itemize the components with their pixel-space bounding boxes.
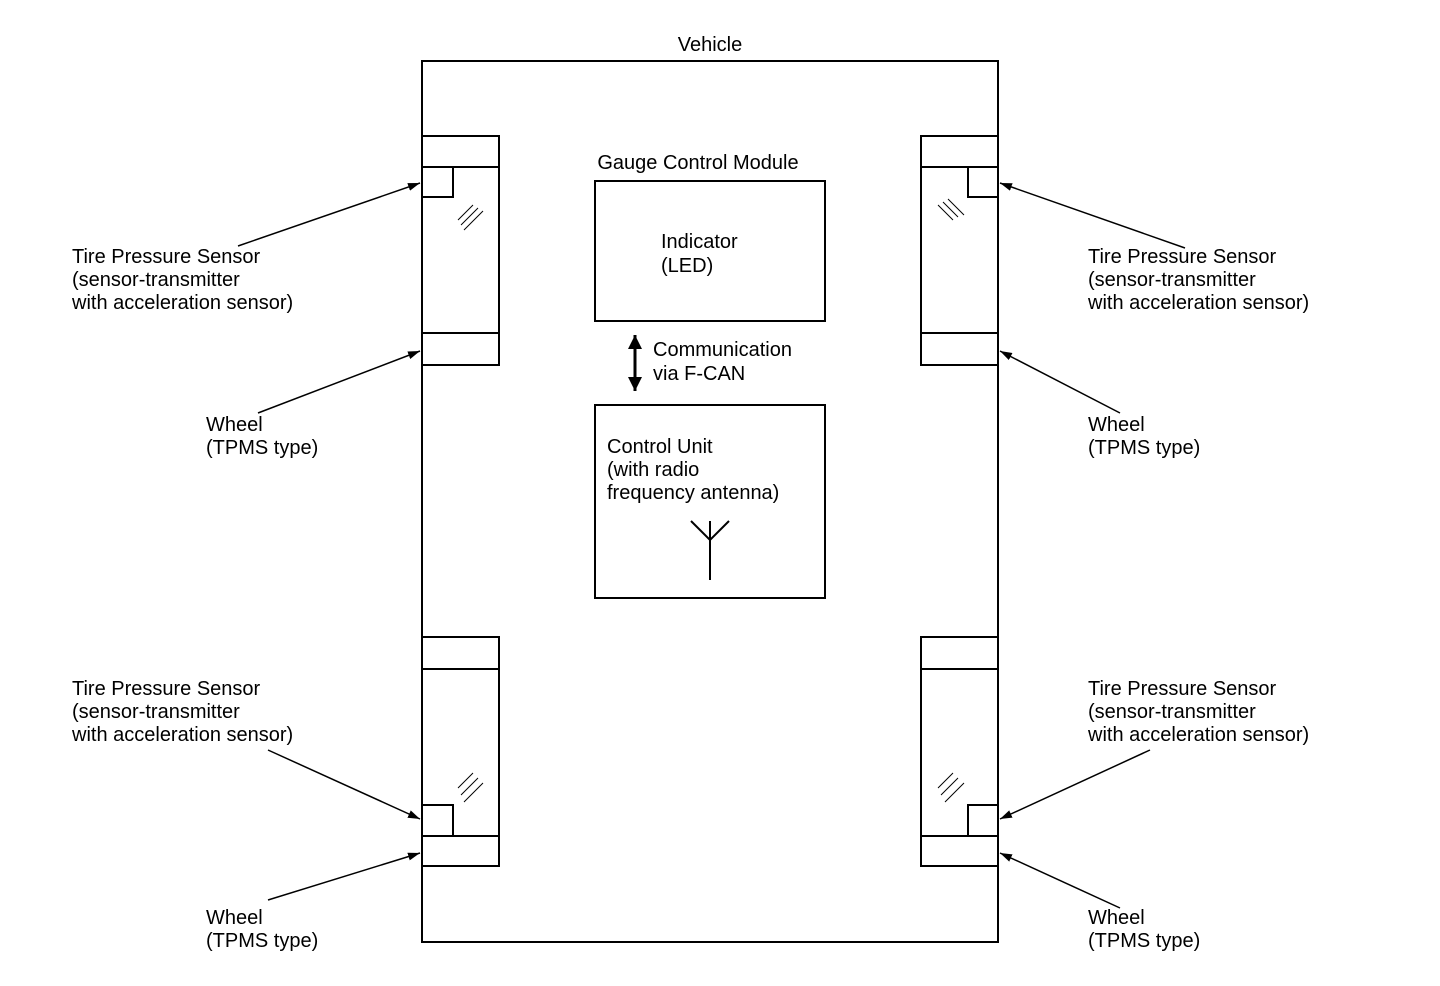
svg-text:Tire Pressure Sensor: Tire Pressure Sensor: [72, 678, 261, 700]
svg-text:with acceleration sensor): with acceleration sensor): [1087, 724, 1309, 746]
control-unit-sub-label-2: frequency antenna): [607, 482, 779, 504]
label-sensor-front-left: Tire Pressure Sensor (sensor-transmitter…: [71, 246, 293, 314]
arrow-wheel-front-right: [999, 350, 1121, 414]
gauge-module-title: Gauge Control Module: [597, 152, 798, 174]
svg-text:Tire Pressure Sensor: Tire Pressure Sensor: [1088, 678, 1277, 700]
communication-sub-label: via F-CAN: [653, 363, 745, 385]
svg-text:Tire Pressure Sensor: Tire Pressure Sensor: [1088, 246, 1277, 268]
antenna-icon: [690, 520, 730, 580]
svg-text:(sensor-transmitter: (sensor-transmitter: [1088, 701, 1256, 723]
wheel-front-right: [920, 135, 999, 366]
svg-text:Tire Pressure Sensor: Tire Pressure Sensor: [72, 246, 261, 268]
vehicle-label: Vehicle: [678, 34, 743, 56]
svg-text:(TPMS type): (TPMS type): [1088, 930, 1200, 952]
svg-text:(sensor-transmitter: (sensor-transmitter: [72, 701, 240, 723]
wheel-front-left: [421, 135, 500, 366]
arrow-sensor-rear-right: [999, 749, 1151, 820]
label-sensor-rear-left: Tire Pressure Sensor (sensor-transmitter…: [71, 678, 293, 746]
control-unit-sub-label-1: (with radio: [607, 459, 699, 481]
wheel-rear-right: [920, 636, 999, 867]
arrow-wheel-rear-left: [267, 852, 421, 901]
svg-text:(TPMS type): (TPMS type): [206, 930, 318, 952]
arrow-wheel-rear-right: [999, 852, 1121, 909]
tire-sensor-rear-left: [422, 804, 454, 836]
indicator-label: Indicator: [661, 231, 738, 253]
svg-text:with acceleration sensor): with acceleration sensor): [71, 292, 293, 314]
communication-label: Communication: [653, 339, 792, 361]
svg-text:(TPMS type): (TPMS type): [1088, 437, 1200, 459]
svg-text:(sensor-transmitter: (sensor-transmitter: [72, 269, 240, 291]
arrow-sensor-front-right: [999, 182, 1186, 249]
svg-text:(TPMS type): (TPMS type): [206, 437, 318, 459]
label-sensor-front-right: Tire Pressure Sensor (sensor-transmitter…: [1087, 246, 1309, 314]
svg-text:Wheel: Wheel: [1088, 414, 1145, 436]
label-wheel-front-right: Wheel (TPMS type): [1088, 414, 1200, 459]
indicator-sub-label: (LED): [661, 255, 713, 277]
vehicle-body: [421, 60, 999, 943]
svg-text:Wheel: Wheel: [206, 414, 263, 436]
tire-sensor-front-right: [967, 167, 998, 198]
svg-text:(sensor-transmitter: (sensor-transmitter: [1088, 269, 1256, 291]
label-wheel-rear-left: Wheel (TPMS type): [206, 907, 318, 952]
wheel-rear-left: [421, 636, 500, 867]
arrow-sensor-rear-left: [267, 749, 421, 820]
svg-text:Wheel: Wheel: [206, 907, 263, 929]
svg-text:with acceleration sensor): with acceleration sensor): [71, 724, 293, 746]
tire-sensor-front-left: [422, 167, 454, 198]
svg-text:Wheel: Wheel: [1088, 907, 1145, 929]
label-sensor-rear-right: Tire Pressure Sensor (sensor-transmitter…: [1087, 678, 1309, 746]
arrow-sensor-front-left: [237, 182, 421, 247]
label-wheel-front-left: Wheel (TPMS type): [206, 414, 318, 459]
svg-text:with acceleration sensor): with acceleration sensor): [1087, 292, 1309, 314]
indicator-box: [594, 180, 826, 322]
control-unit-label: Control Unit: [607, 436, 713, 458]
control-unit-box: [594, 404, 826, 599]
arrow-wheel-front-left: [257, 350, 421, 414]
label-wheel-rear-right: Wheel (TPMS type): [1088, 907, 1200, 952]
tire-sensor-rear-right: [967, 804, 998, 836]
